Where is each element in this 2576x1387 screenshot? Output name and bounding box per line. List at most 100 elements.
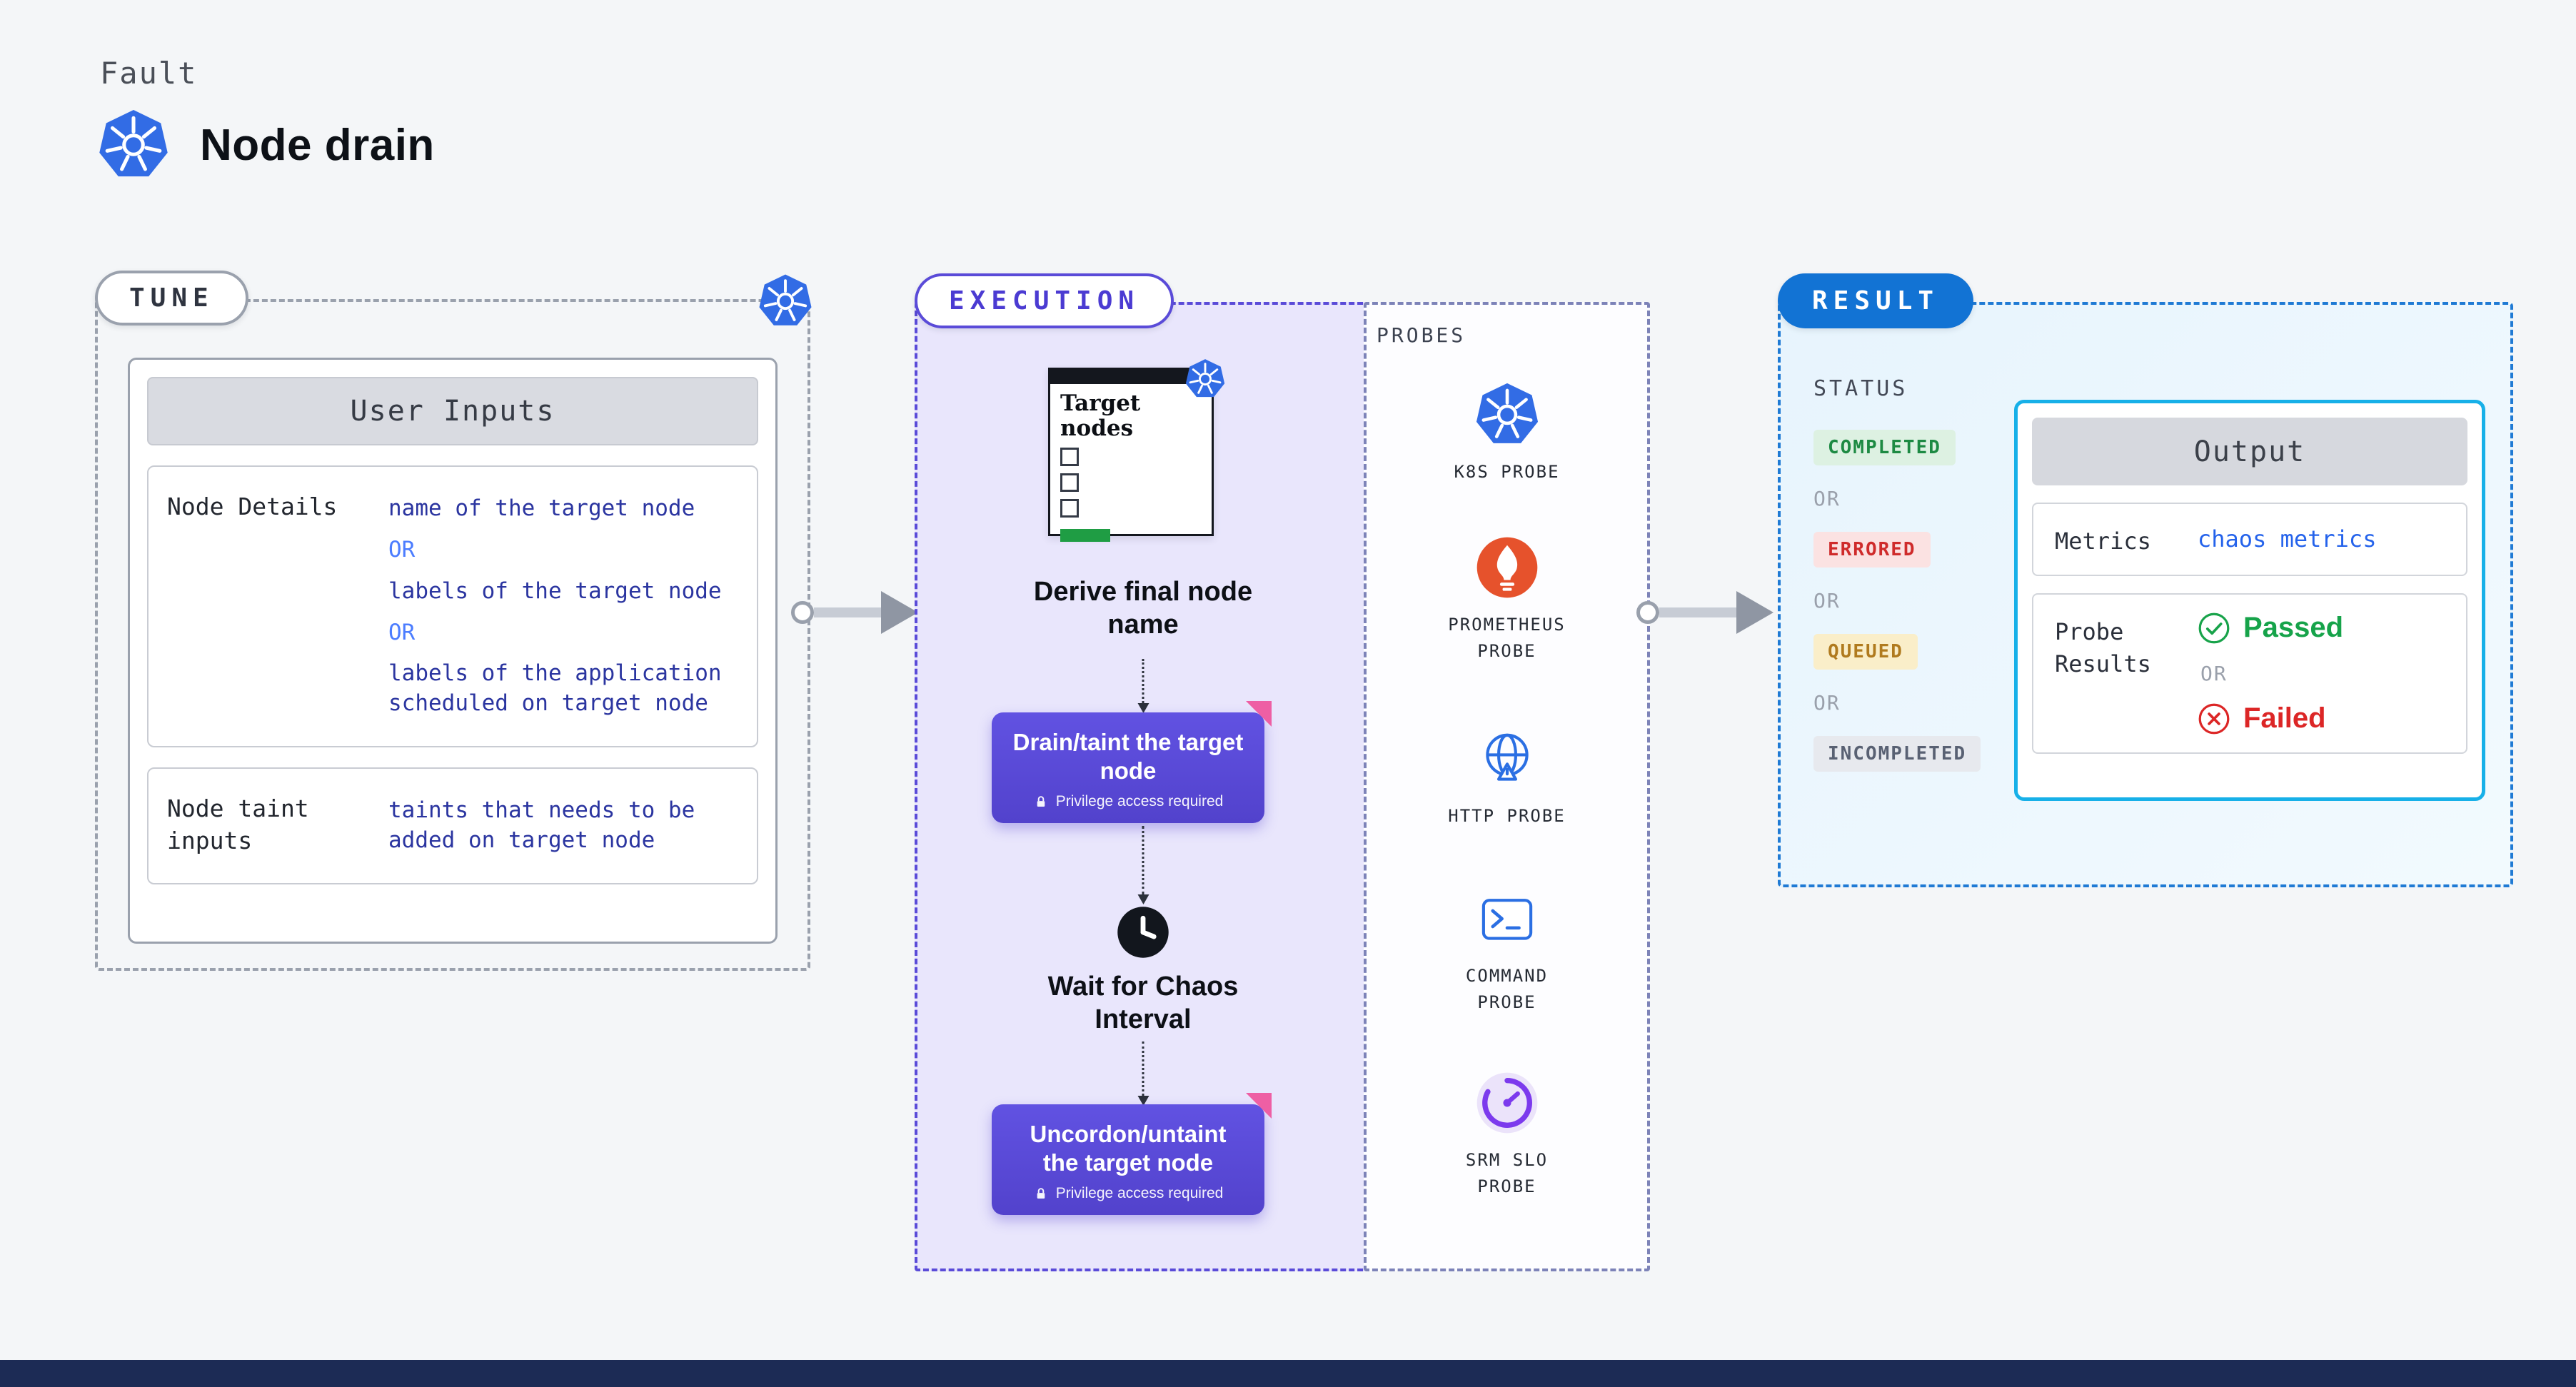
prometheus-icon (1474, 535, 1540, 600)
kubernetes-icon (97, 109, 170, 181)
result-pill: RESULT (1778, 273, 1974, 328)
failed-label: Failed (2243, 702, 2326, 735)
status-badge-completed: COMPLETED (1813, 430, 1956, 465)
footer-bar (0, 1360, 2576, 1387)
probe-results-label: Probe Results (2055, 617, 2151, 677)
result-section: RESULT STATUS COMPLETED OR ERRORED OR QU… (1778, 273, 2513, 887)
probe-label: COMMAND PROBE (1465, 966, 1549, 1013)
input-row-node-taint: Node taint inputs taints that needs to b… (147, 767, 758, 884)
input-value: taints that needs to be added on target … (388, 797, 695, 853)
probe-item-command: COMMAND PROBE (1367, 886, 1647, 1016)
privilege-note: Privilege access required (1005, 1185, 1252, 1202)
arrow-head (1736, 591, 1773, 634)
or-label: OR (1813, 487, 1841, 510)
status-badge-incompleted: INCOMPLETED (1813, 736, 1981, 772)
status-heading: STATUS (1813, 376, 1908, 401)
arrow-tail-node (791, 601, 814, 624)
arrow-tail-node (1636, 601, 1659, 624)
drain-taint-node-step: Drain/taint the target node Privilege ac… (992, 701, 1272, 823)
flow-connector-arrow (1137, 659, 1149, 713)
probe-results-values: Passed OR Failed (2198, 612, 2343, 735)
step-title: Uncordon/untaint the target node (1030, 1121, 1227, 1176)
privilege-note-text: Privilege access required (1055, 792, 1224, 809)
kubernetes-icon (1184, 358, 1226, 400)
or-label: OR (388, 536, 416, 563)
clock-icon (1116, 905, 1170, 959)
checkbox-icon (1060, 473, 1079, 493)
probe-results-row: Probe Results Passed OR Failed (2032, 592, 2467, 754)
input-value: labels of the target node (388, 578, 722, 604)
tune-pill: TUNE (95, 271, 248, 326)
lock-icon (1033, 794, 1049, 809)
privilege-note: Privilege access required (1005, 793, 1252, 810)
input-row-label: Node taint inputs (167, 795, 309, 854)
input-row-content: taints that needs to be added on target … (388, 790, 738, 862)
checkbox-icon (1060, 499, 1079, 518)
kubernetes-icon (758, 273, 813, 329)
checklist-titlebar (1050, 370, 1212, 384)
input-value: labels of the application scheduled on t… (388, 660, 722, 717)
probe-label: SRM SLO PROBE (1465, 1150, 1549, 1197)
lock-icon (1033, 1186, 1049, 1201)
or-label: OR (388, 619, 416, 645)
probe-label: HTTP PROBE (1448, 806, 1566, 826)
probe-label: K8S PROBE (1454, 462, 1560, 482)
flow-connector-arrow (1137, 1041, 1149, 1106)
probe-item-http: HTTP PROBE (1367, 726, 1647, 829)
or-label: OR (2200, 661, 2228, 685)
or-label: OR (1813, 589, 1841, 612)
wait-chaos-interval-label: Wait for Chaos Interval (1047, 972, 1239, 1034)
probes-heading: PROBES (1377, 323, 1466, 347)
execution-to-result-arrow (1636, 590, 1773, 635)
probe-item-prometheus: PROMETHEUS PROBE (1367, 535, 1647, 665)
progress-bar (1060, 529, 1110, 543)
arrow-head (881, 591, 918, 634)
tune-to-execution-arrow (791, 590, 918, 635)
execution-pill: EXECUTION (915, 273, 1174, 328)
user-inputs-title: User Inputs (147, 377, 758, 445)
status-badge-errored: ERRORED (1813, 532, 1931, 568)
privilege-note-text: Privilege access required (1055, 1184, 1224, 1201)
arrow-shaft (814, 607, 881, 617)
passed-label: Passed (2243, 612, 2344, 644)
uncordon-untaint-node-step: Uncordon/untaint the target node Privile… (992, 1093, 1272, 1215)
tune-section: TUNE User Inputs Node Details name of th… (95, 271, 810, 971)
input-value: name of the target node (388, 495, 695, 521)
probe-passed: Passed (2198, 612, 2343, 645)
page-title: Node drain (200, 120, 435, 170)
output-title: Output (2032, 418, 2467, 485)
x-circle-icon (2198, 702, 2230, 735)
metrics-row: Metrics chaos metrics (2032, 503, 2467, 576)
probe-label: PROMETHEUS PROBE (1448, 615, 1566, 662)
flow-connector-arrow (1137, 826, 1149, 904)
globe-icon (1474, 726, 1540, 792)
status-column: STATUS COMPLETED OR ERRORED OR QUEUED OR… (1813, 376, 1981, 772)
input-row-node-details: Node Details name of the target node OR … (147, 465, 758, 748)
arrow-shaft (1659, 607, 1736, 617)
probe-item-srm-slo: SRM SLO PROBE (1367, 1070, 1647, 1200)
terminal-icon (1474, 886, 1540, 952)
step-title: Drain/taint the target node (1012, 729, 1244, 785)
metrics-label: Metrics (2055, 528, 2151, 555)
execution-section: EXECUTION Target nodes Derive final node… (915, 273, 1372, 1271)
chaos-corner-icon (1246, 701, 1272, 727)
checklist-title: Target nodes (1060, 390, 1141, 441)
probe-failed: Failed (2198, 702, 2343, 735)
page-title-row: Node drain (97, 109, 435, 181)
status-badge-queued: QUEUED (1813, 634, 1918, 670)
chaos-metrics-link[interactable]: chaos metrics (2198, 525, 2377, 553)
probe-item-k8s: K8S PROBE (1367, 382, 1647, 485)
checkbox-icon (1060, 448, 1079, 467)
check-circle-icon (2198, 612, 2230, 645)
chaos-corner-icon (1246, 1093, 1272, 1119)
kubernetes-icon (1474, 382, 1540, 448)
fault-kicker: Fault (100, 56, 198, 91)
input-row-content: name of the target node OR labels of the… (388, 488, 738, 725)
or-label: OR (1813, 691, 1841, 715)
target-nodes-checklist: Target nodes (1048, 368, 1214, 543)
user-inputs-panel: User Inputs Node Details name of the tar… (128, 358, 778, 944)
input-row-label: Node Details (167, 493, 338, 520)
derive-node-step-label: Derive final node name (1033, 577, 1253, 640)
probes-panel: PROBES K8S PROBE PROMETHEUS PROBE HTTP P… (1364, 302, 1650, 1271)
